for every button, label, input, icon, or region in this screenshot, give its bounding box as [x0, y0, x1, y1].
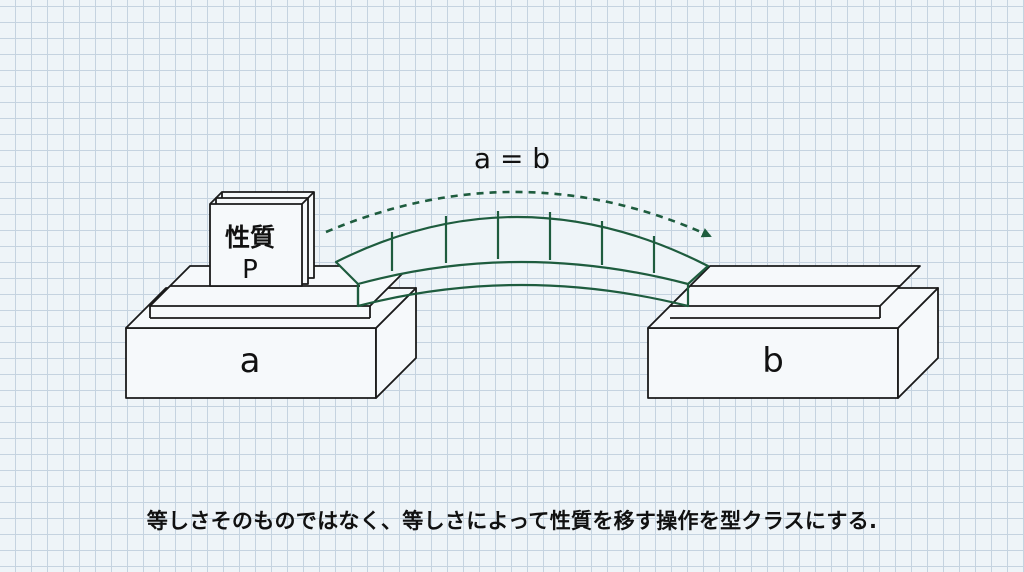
equation-label: a = b	[474, 142, 550, 175]
block-a	[125, 265, 417, 399]
caption: 等しさそのものではなく、等しさによって性質を移す操作を型クラスにする.	[146, 509, 878, 533]
transport-arrow	[325, 190, 712, 238]
property-box	[209, 191, 315, 287]
block-b	[647, 265, 939, 399]
block-b-label: b	[762, 341, 784, 381]
property-symbol: P	[242, 255, 258, 285]
property-label: 性質	[225, 223, 275, 252]
bridge	[334, 211, 710, 308]
block-a-label: a	[240, 341, 261, 381]
